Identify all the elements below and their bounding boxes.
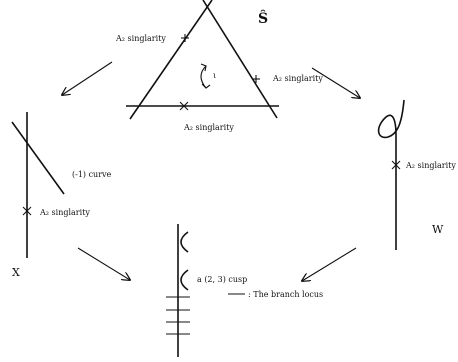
singularity-markers-s-hat [179,34,260,111]
arrows [62,61,360,281]
arrow-to-w [311,67,360,98]
s-hat-configuration [126,0,279,120]
minus-one-curve-line [11,121,65,195]
a2-label-w: A₂ singlarity [405,161,456,170]
s-hat-title: Ŝ [258,9,268,27]
involution-label: ι [213,71,216,80]
w-looped-curve [377,99,405,250]
singularity-marker-w [391,160,401,170]
a2-label-top-left: A₂ singlarity [115,34,166,43]
arrow-w-to-bottom [302,247,357,281]
cusp-label: a (2, 3) cusp [197,275,247,284]
arrow-to-x [62,61,113,95]
x-name: X [12,266,20,279]
singularity-marker-x [22,206,32,216]
w-configuration [377,99,405,250]
minus-one-curve-label: (-1) curve [72,170,112,179]
a2-label-x: A₂ singlarity [39,208,90,217]
a2-label-right: A₂ singlarity [272,74,323,83]
triangle-left-line [129,0,213,120]
top-cusp-arc [180,231,189,253]
branch-locus-legend-label: : The branch locus [248,290,323,299]
branch-locus-ticks [166,296,190,335]
cusp-arc [180,269,189,291]
arrow-x-to-bottom [77,247,130,280]
a2-label-bottom: A₂ singlarity [183,123,234,132]
bottom-configuration [177,224,189,357]
involution-icon [200,63,211,89]
w-name: W [432,223,444,236]
x-configuration [11,112,65,258]
triangle-right-line [202,0,278,119]
